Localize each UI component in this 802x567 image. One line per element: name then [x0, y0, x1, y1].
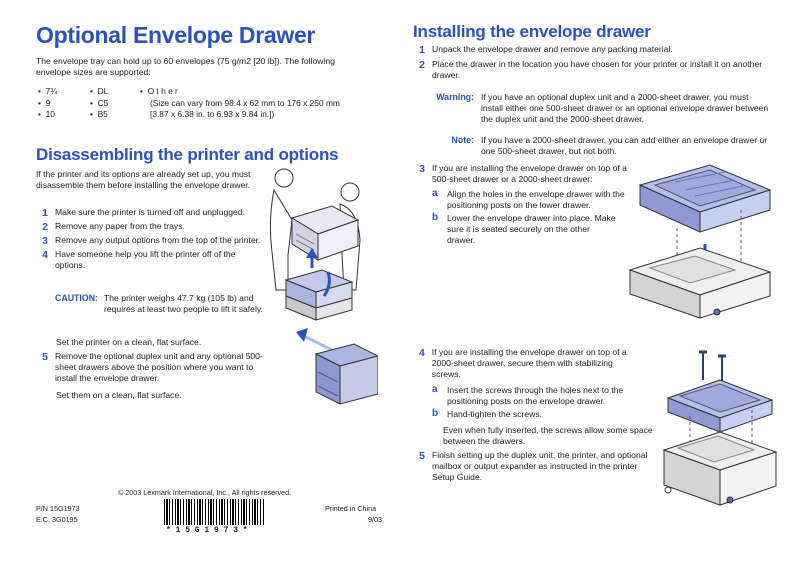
barcode-text: * 1 5 G 1 9 7 3 * [166, 526, 248, 535]
printed-in: Printed in China [325, 504, 377, 513]
sizes-col2: • DL • C5 • B5 [90, 86, 108, 121]
disassembly-intro: If the printer and its options are alrea… [36, 169, 251, 190]
substep-text: Lower the envelope drawer into place. Ma… [447, 213, 616, 245]
part-number: P/N 15G1973 [36, 504, 80, 513]
size-item: • C5 [90, 97, 109, 108]
size-other: • O t h e r (Size can vary from 98.4 x 6… [140, 86, 340, 119]
warning-label: Warning: [436, 92, 474, 102]
step: 4 Have someone help you lift the printer… [42, 249, 236, 270]
barcode [164, 499, 264, 525]
intro-text: The envelope tray can hold up to 60 enve… [36, 56, 335, 77]
size-item: • DL [90, 86, 109, 96]
set-printer-text: Set the printer on a clean, flat surface… [56, 337, 202, 347]
step: 3 If you are installing the envelope dra… [419, 163, 627, 184]
substep-text: Align the holes in the envelope drawer w… [447, 189, 625, 210]
step: 1 Unpack the envelope drawer and remove … [419, 44, 673, 56]
size-item: • 10 [38, 109, 55, 119]
substep-text: Hand-tighten the screws. [447, 409, 543, 419]
substep-text: Insert the screws through the holes next… [447, 385, 624, 406]
stabilizing-screws-illustration [662, 350, 778, 506]
print-date: 9/03 [368, 515, 382, 524]
substep-label: a [432, 188, 438, 199]
size-item: • B5 [90, 109, 108, 119]
substep-label: b [432, 212, 439, 223]
lift-printer-illustration [269, 168, 378, 405]
substep-label: a [432, 384, 438, 395]
step: 5 Remove the optional duplex unit and an… [42, 351, 263, 383]
disassembly-heading: Disassembling the printer and options [36, 145, 339, 164]
copyright: © 2003 Lexmark International, Inc., All … [118, 488, 292, 497]
set-them-text: Set them on a clean, flat surface. [56, 390, 182, 400]
substep-label: b [432, 408, 439, 419]
envelope-drawer-align-illustration [628, 164, 772, 319]
ec-number: E.C. 3G0195 [36, 515, 78, 524]
note-text: If you have a 2000-sheet drawer, you can… [481, 135, 768, 156]
warning-text: If you have an optional duplex unit and … [481, 92, 769, 124]
step: 2 Place the drawer in the location you h… [419, 59, 763, 80]
step: 1 Make sure the printer is turned off an… [42, 207, 245, 219]
install-heading: Installing the envelope drawer [413, 22, 651, 41]
note-label: Note: [451, 135, 474, 145]
step: 2 Remove any paper from the trays. [42, 221, 185, 233]
size-item: • 7¾ [38, 86, 58, 96]
step4-note: Even when fully inserted, the screws all… [443, 425, 653, 446]
size-other-note: (Size can vary from 98.4 x 62 mm to 176 … [150, 97, 340, 108]
caution-text: The printer weighs 47.7 kg (105 lb) and … [104, 293, 263, 314]
size-item: • 9 [38, 97, 51, 108]
sizes-col1: • 7¾ • 9 • 10 [38, 86, 57, 121]
size-other-note: [3.87 x 6.38 in. to 6.93 x 9.84 in.]) [150, 109, 275, 119]
step: 3 Remove any output options from the top… [42, 235, 261, 247]
page-title: Optional Envelope Drawer [36, 22, 316, 48]
disassembly-steps: 1 Make sure the printer is turned off an… [36, 207, 268, 271]
step: 4 If you are installing the envelope dra… [418, 347, 627, 379]
caution-label: CAUTION: [54, 293, 98, 303]
step: 5 Finish setting up the duplex unit, the… [419, 450, 648, 482]
